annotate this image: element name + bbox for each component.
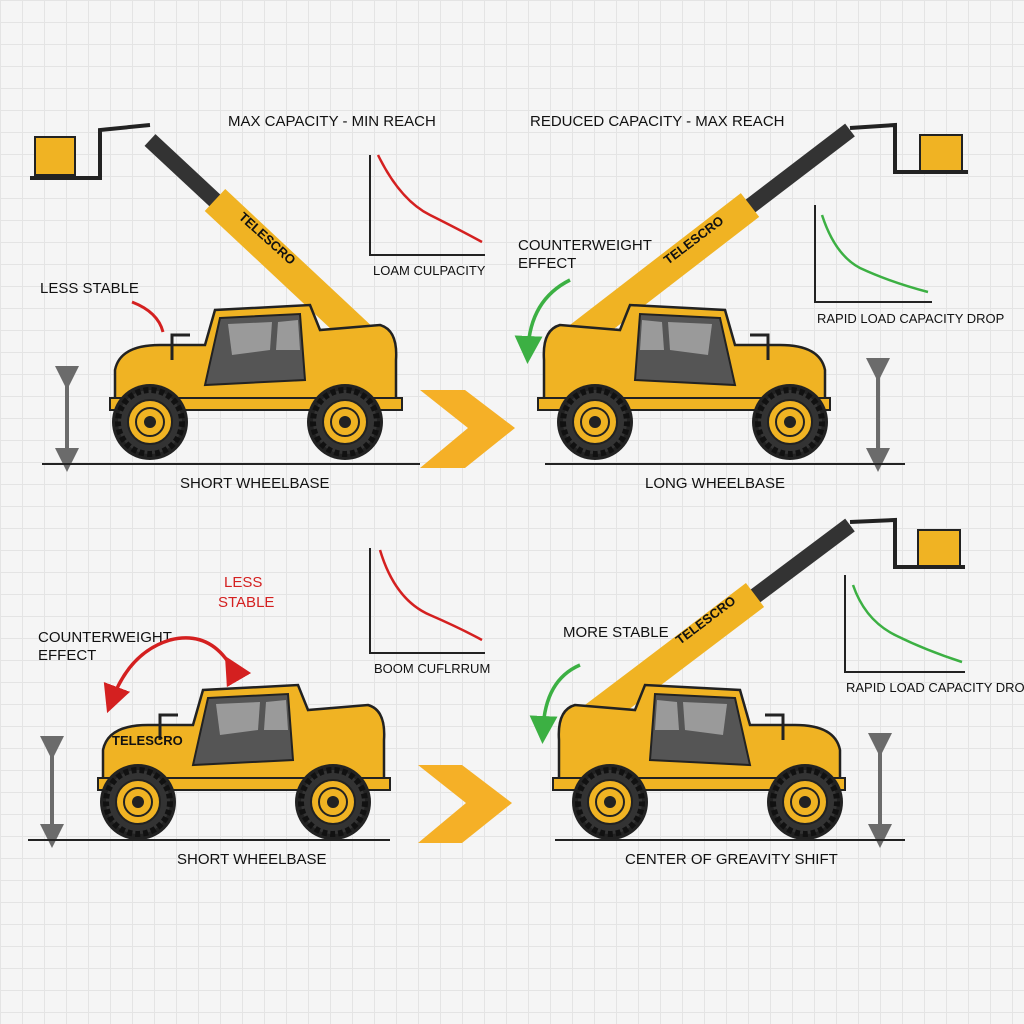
telehandler [553, 685, 845, 840]
less-stable-label: LESS STABLE [40, 280, 139, 297]
telehandler [110, 305, 402, 460]
more-stable-label: MORE STABLE [563, 624, 669, 641]
ground-label: SHORT WHEELBASE [177, 851, 327, 868]
capacity-curve [851, 584, 963, 664]
boom: TELESCRO [30, 123, 381, 356]
effect-label-line1: COUNTERWEIGHT [518, 237, 652, 254]
capacity-chart: LOAM CULPACITY [369, 154, 486, 278]
chart-label: BOOM CUFLRRUM [374, 661, 490, 676]
chart-label: RAPID LOAD CAPACITY DROP [846, 680, 1024, 695]
capacity-chart: RAPID LOAD CAPACITY DROP [814, 205, 1004, 326]
telehandler [538, 305, 830, 460]
load-box [919, 134, 963, 174]
panel-top-left: MAX CAPACITY - MIN REACH TELESCRO LESS S… [30, 113, 486, 492]
capacity-chart: RAPID LOAD CAPACITY DROP [844, 575, 1024, 695]
green-rotation-arrow-icon [514, 278, 571, 364]
capacity-curve [378, 549, 483, 642]
chart-label: LOAM CULPACITY [373, 263, 486, 278]
transition-arrow-icon [418, 765, 512, 843]
load-box [917, 529, 961, 567]
telehandler [98, 685, 390, 840]
effect-label-line2: EFFECT [38, 647, 96, 664]
title-reduced-capacity: REDUCED CAPACITY - MAX REACH [530, 113, 784, 130]
brand-label: TELESCRO [112, 733, 183, 748]
effect-label-line2: EFFECT [518, 255, 576, 272]
panel-bottom-left: TELESCRO LESS STABLE COUNTERWEIGHT EFFEC… [28, 548, 490, 868]
less-stable-label-line2: STABLE [218, 594, 274, 611]
load-box [34, 136, 76, 176]
ground-label: SHORT WHEELBASE [180, 475, 330, 492]
red-curve-icon [131, 300, 165, 333]
capacity-curve [376, 154, 483, 244]
less-stable-label-line1: LESS [224, 574, 262, 591]
title-max-capacity: MAX CAPACITY - MIN REACH [228, 113, 436, 130]
ground-label: LONG WHEELBASE [645, 475, 785, 492]
green-rotation-arrow-icon [529, 663, 581, 744]
ground-label: CENTER OF GREAVITY SHIFT [625, 851, 838, 868]
chart-label: RAPID LOAD CAPACITY DROP [817, 311, 1004, 326]
red-rotation-arrow-icon [103, 636, 252, 714]
effect-label-line1: COUNTERWEIGHT [38, 629, 172, 646]
boom: TELESCRO [580, 517, 965, 732]
transition-arrow-icon [420, 390, 515, 468]
capacity-curve [820, 214, 929, 294]
boom-chart: BOOM CUFLRRUM [369, 548, 490, 676]
panel-bottom-right: TELESCRO MORE STABLE RAPID LOAD CAPACITY… [529, 517, 1024, 868]
panel-top-right: REDUCED CAPACITY - MAX REACH TELESCRO CO… [514, 113, 1004, 492]
